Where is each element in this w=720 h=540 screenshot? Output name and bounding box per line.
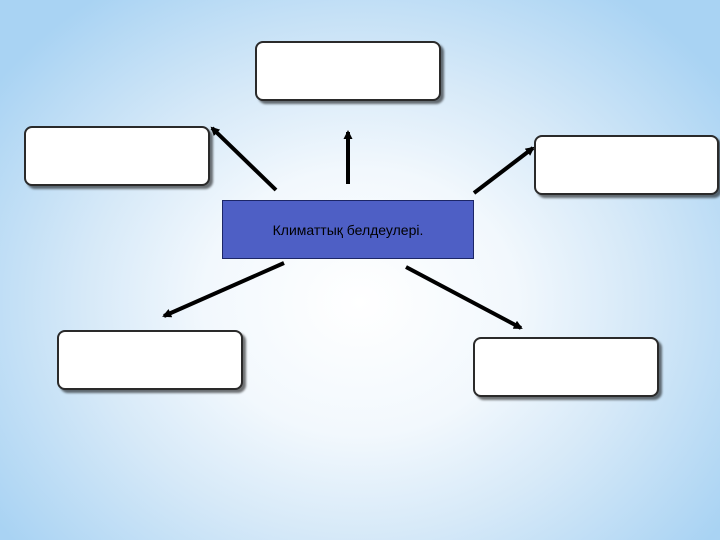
- center-topic-label: Климаттық белдеулері.: [272, 221, 424, 238]
- box-lower-right: [473, 337, 659, 397]
- arrow-lower-right: [405, 265, 523, 330]
- box-upper-left: [24, 126, 210, 186]
- arrow-upper-left: [210, 126, 278, 192]
- center-topic-box: Климаттық белдеулері.: [222, 200, 474, 259]
- box-top: [255, 41, 441, 101]
- box-upper-right: [534, 135, 719, 195]
- arrow-upper-right: [472, 146, 535, 195]
- box-lower-left: [57, 330, 243, 390]
- arrow-lower-left: [162, 261, 285, 318]
